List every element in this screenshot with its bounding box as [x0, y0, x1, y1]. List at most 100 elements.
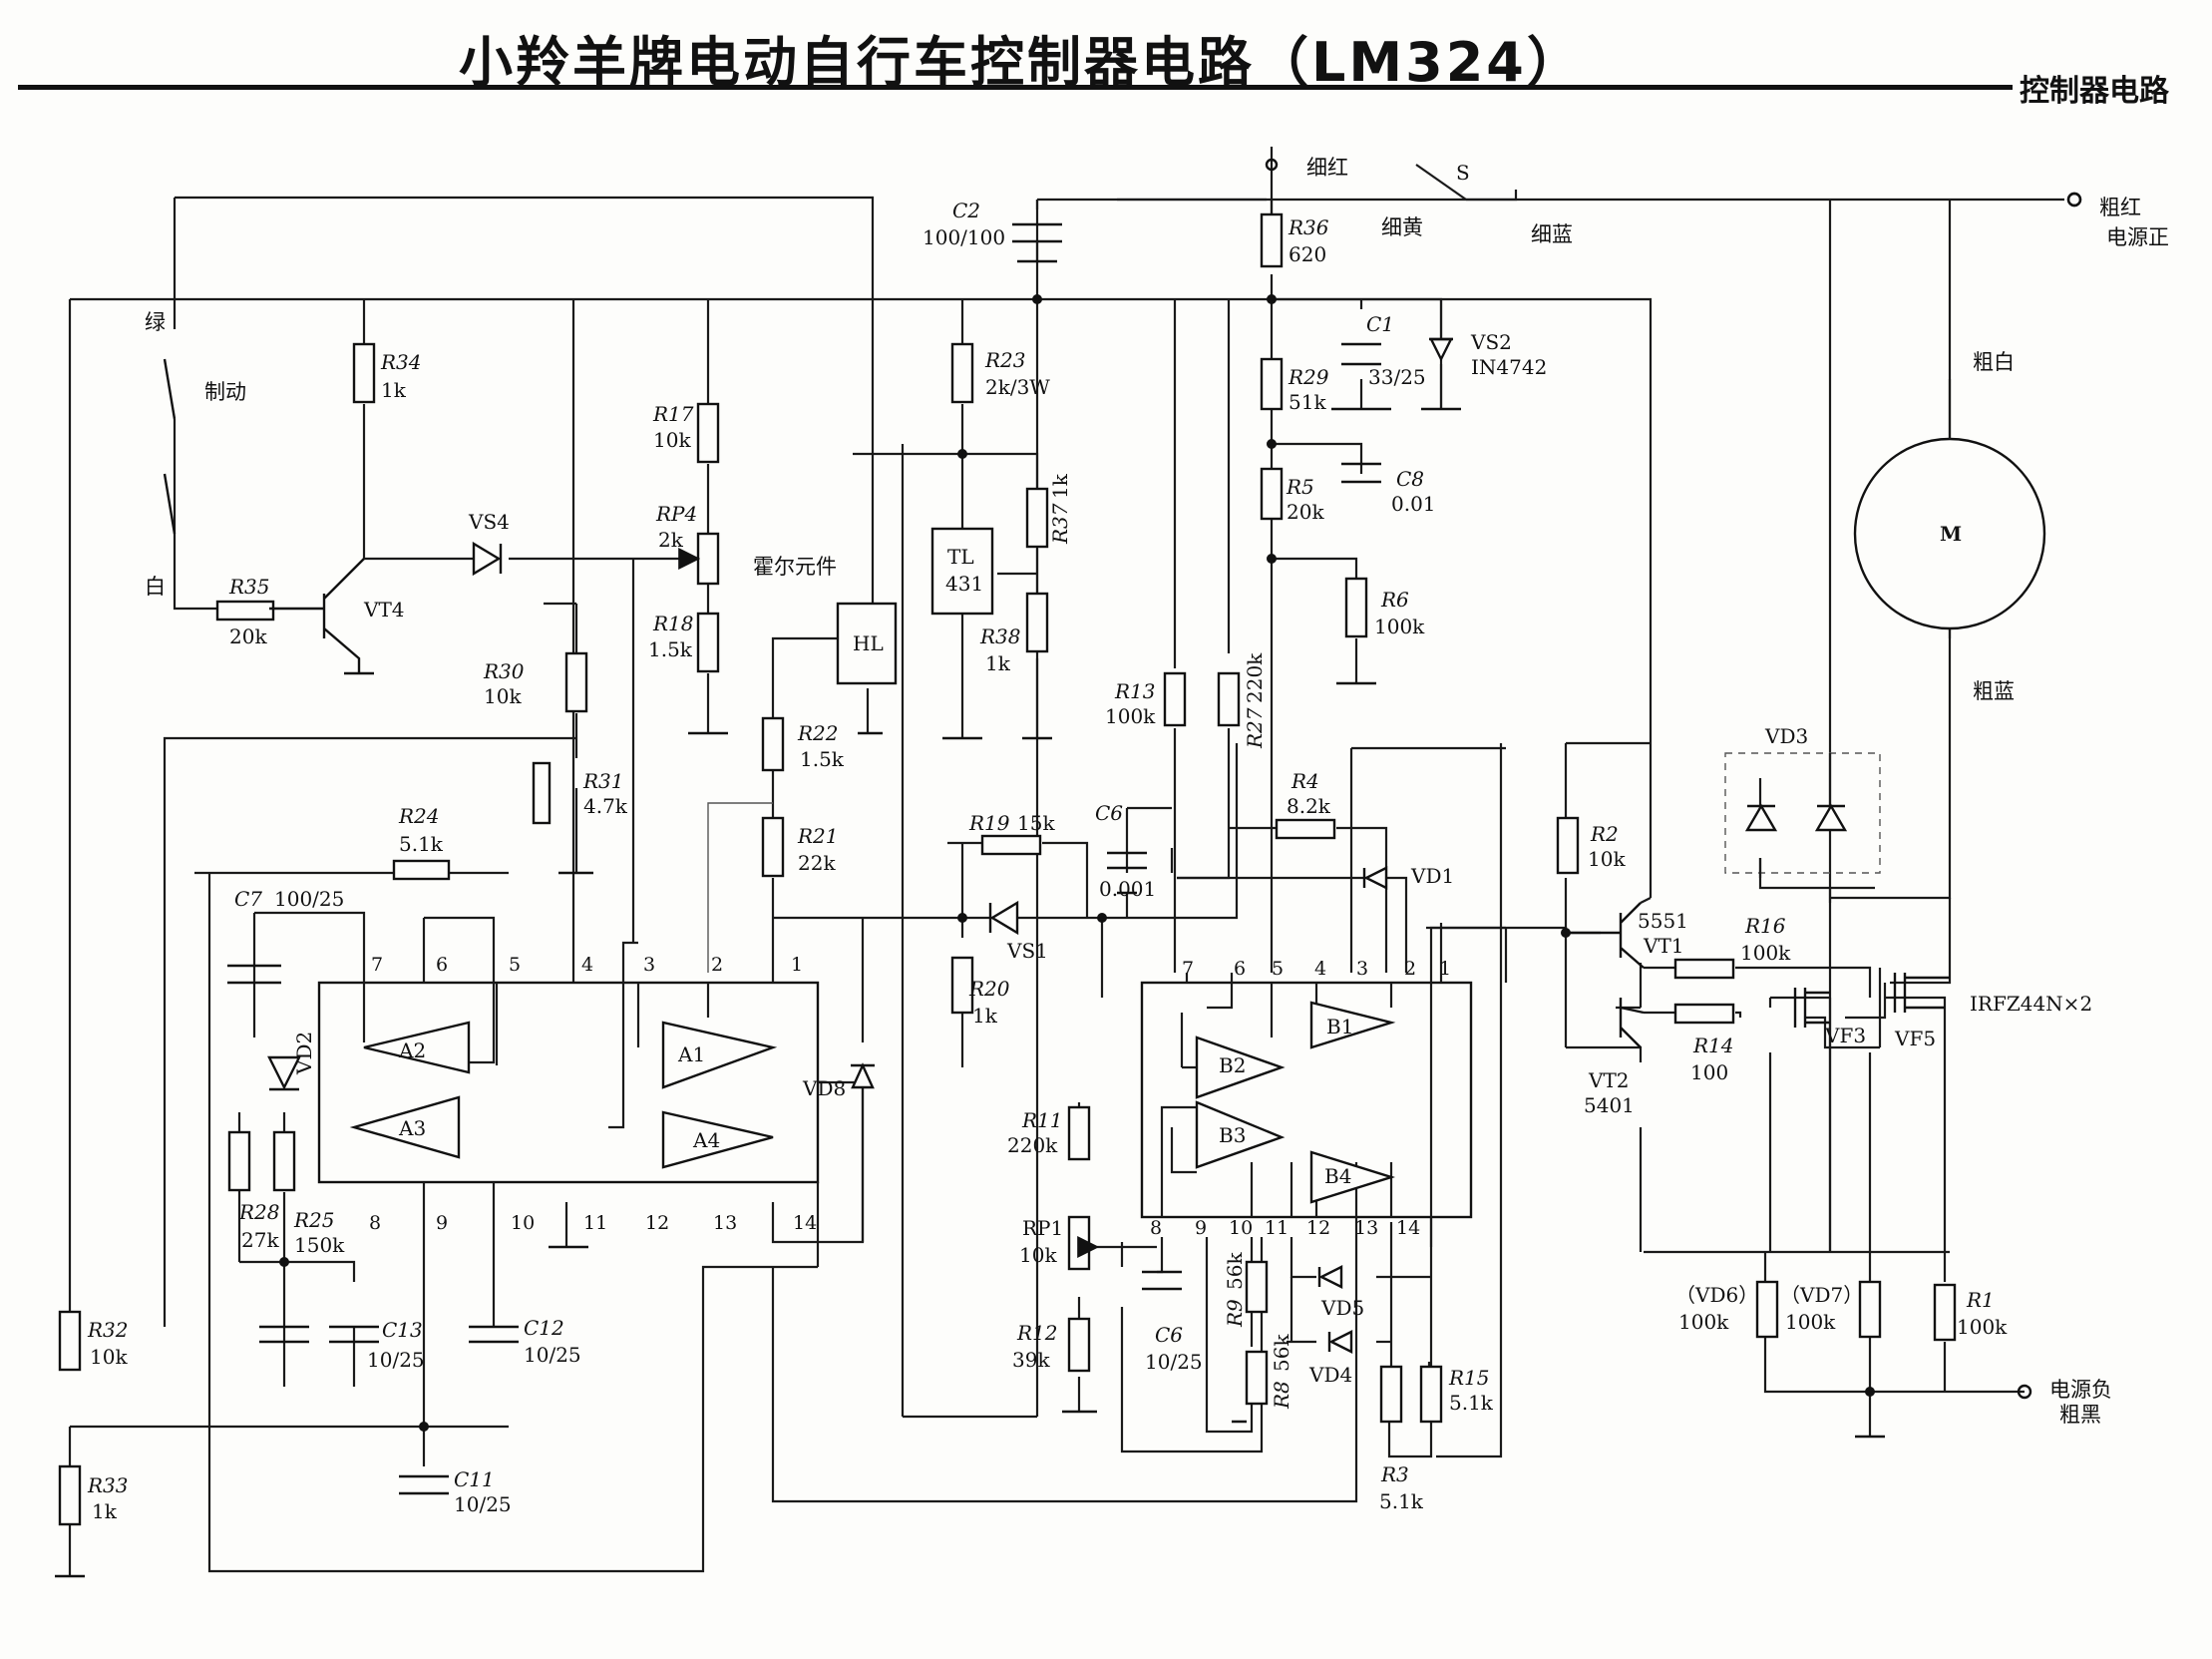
- right-pin-7: 7: [1182, 958, 1194, 980]
- c8-val: 0.01: [1391, 492, 1436, 516]
- r17-val: 10k: [653, 428, 691, 452]
- b3-opamp: [1195, 1100, 1286, 1169]
- r24-ref: R24: [398, 804, 440, 828]
- r22-body: [761, 716, 785, 772]
- b4-opamp: [1309, 1150, 1396, 1204]
- r1-body: [1933, 1283, 1957, 1342]
- c12-plates: [469, 1325, 519, 1344]
- left-pin-11: 11: [583, 1212, 607, 1234]
- vt4-transistor: [269, 558, 365, 673]
- vd2-diode: [267, 1055, 301, 1090]
- vd6-val: 100k: [1678, 1310, 1729, 1334]
- r6-ref: R6: [1380, 588, 1409, 612]
- r32-body: [58, 1310, 82, 1372]
- r1-ref: R1: [1966, 1288, 1995, 1312]
- vd7-val: 100k: [1785, 1310, 1836, 1334]
- right-pin-12: 12: [1306, 1217, 1330, 1239]
- switch-s-label: S: [1456, 161, 1470, 185]
- r29-ref: R29: [1288, 365, 1329, 389]
- right-pin-13: 13: [1354, 1217, 1378, 1239]
- c7-val: 100/25: [274, 887, 344, 911]
- r34-ref: R34: [380, 350, 422, 374]
- r19-val: 15k: [1017, 811, 1055, 835]
- power-neg-label: 电源负: [2049, 1378, 2112, 1402]
- b3-label: B3: [1219, 1123, 1246, 1147]
- vs4-diode: [472, 541, 502, 577]
- r24-val: 5.1k: [399, 832, 444, 856]
- r36-ref: R36: [1288, 215, 1329, 239]
- wiring: [68, 147, 2082, 1576]
- r35-body: [215, 600, 275, 622]
- c6a-plates: [1107, 851, 1147, 870]
- motor-ref: M: [1940, 522, 1962, 546]
- r38-val: 1k: [985, 651, 1011, 675]
- lv-label: 绿: [145, 310, 166, 334]
- vs2-val: IN4742: [1471, 355, 1547, 379]
- vd3-diode-b: [1814, 803, 1848, 832]
- vs4-ref: VS4: [468, 510, 510, 534]
- c12-val: 10/25: [524, 1343, 581, 1367]
- c6a-val: 0.001: [1099, 877, 1156, 901]
- r13-ref: R13: [1114, 679, 1156, 703]
- b2-opamp: [1195, 1036, 1286, 1099]
- brake-switch: [163, 358, 177, 535]
- r16-body: [1673, 958, 1735, 980]
- title-rule: [18, 85, 2013, 90]
- r19-body: [980, 834, 1042, 856]
- r8-val: 56k: [1270, 1334, 1293, 1372]
- c6b-val: 10/25: [1145, 1350, 1203, 1374]
- hl-ref: HL: [853, 631, 884, 655]
- r21-val: 22k: [798, 851, 836, 875]
- r30-body: [564, 651, 588, 713]
- r19-ref: R19: [968, 811, 1010, 835]
- r33-ref: R33: [87, 1473, 129, 1497]
- r12-val: 39k: [1012, 1348, 1050, 1372]
- r37-body: [1025, 487, 1049, 549]
- vs2-diode: [1429, 337, 1453, 362]
- r9-body: [1245, 1260, 1269, 1314]
- r15-val: 5.1k: [1449, 1391, 1494, 1415]
- rp4-ref: RP4: [655, 502, 697, 526]
- vs1-ref: VS1: [1006, 939, 1048, 963]
- rp4-val: 2k: [658, 528, 684, 552]
- r18-body: [696, 612, 720, 673]
- r35-val: 20k: [229, 624, 267, 648]
- page-title: 小羚羊牌电动自行车控制器电路（LM324）: [459, 31, 1584, 94]
- right-pin-14: 14: [1396, 1217, 1420, 1239]
- b4-label: B4: [1324, 1164, 1351, 1188]
- r17-body: [696, 402, 720, 464]
- r32-ref: R32: [87, 1318, 129, 1342]
- right-pin-3: 3: [1356, 958, 1368, 980]
- c2-val: 100/100: [922, 225, 1005, 249]
- tl431-box: [930, 527, 994, 616]
- r20-ref: R20: [968, 977, 1010, 1001]
- vd3-diode-a: [1744, 803, 1778, 832]
- r31-val: 4.7k: [583, 794, 628, 818]
- r28-val: 27k: [241, 1228, 279, 1252]
- r14-val: 100: [1690, 1060, 1728, 1084]
- left-pin-5: 5: [509, 954, 521, 976]
- c1-val: 33/25: [1368, 365, 1426, 389]
- r25-val: 150k: [294, 1233, 345, 1257]
- bai-label: 白: [145, 575, 166, 599]
- r6-val: 100k: [1374, 615, 1425, 638]
- vd2-ref: VD2: [292, 1032, 316, 1075]
- r36-body: [1260, 212, 1284, 268]
- c13-plates: [329, 1325, 379, 1344]
- r34-val: 1k: [381, 378, 407, 402]
- c6b-plates: [1142, 1270, 1182, 1291]
- vd4-ref: VD4: [1308, 1363, 1352, 1387]
- cuhei-label: 粗黑: [2059, 1403, 2101, 1427]
- section-tag: 控制器电路: [2020, 74, 2169, 109]
- vf5-mosfet: [1893, 973, 1950, 1013]
- r11-val: 220k: [1007, 1133, 1058, 1157]
- mosfet-note: IRFZ44N×2: [1970, 992, 2092, 1016]
- vd1-diode: [1363, 866, 1388, 890]
- vd8-ref: VD8: [802, 1076, 846, 1100]
- cubai-label: 粗白: [1973, 350, 2015, 374]
- c13-plates-a: [259, 1325, 309, 1344]
- left-pin-1: 1: [791, 954, 803, 976]
- a2-label: A2: [398, 1038, 426, 1062]
- r4-body: [1275, 818, 1336, 840]
